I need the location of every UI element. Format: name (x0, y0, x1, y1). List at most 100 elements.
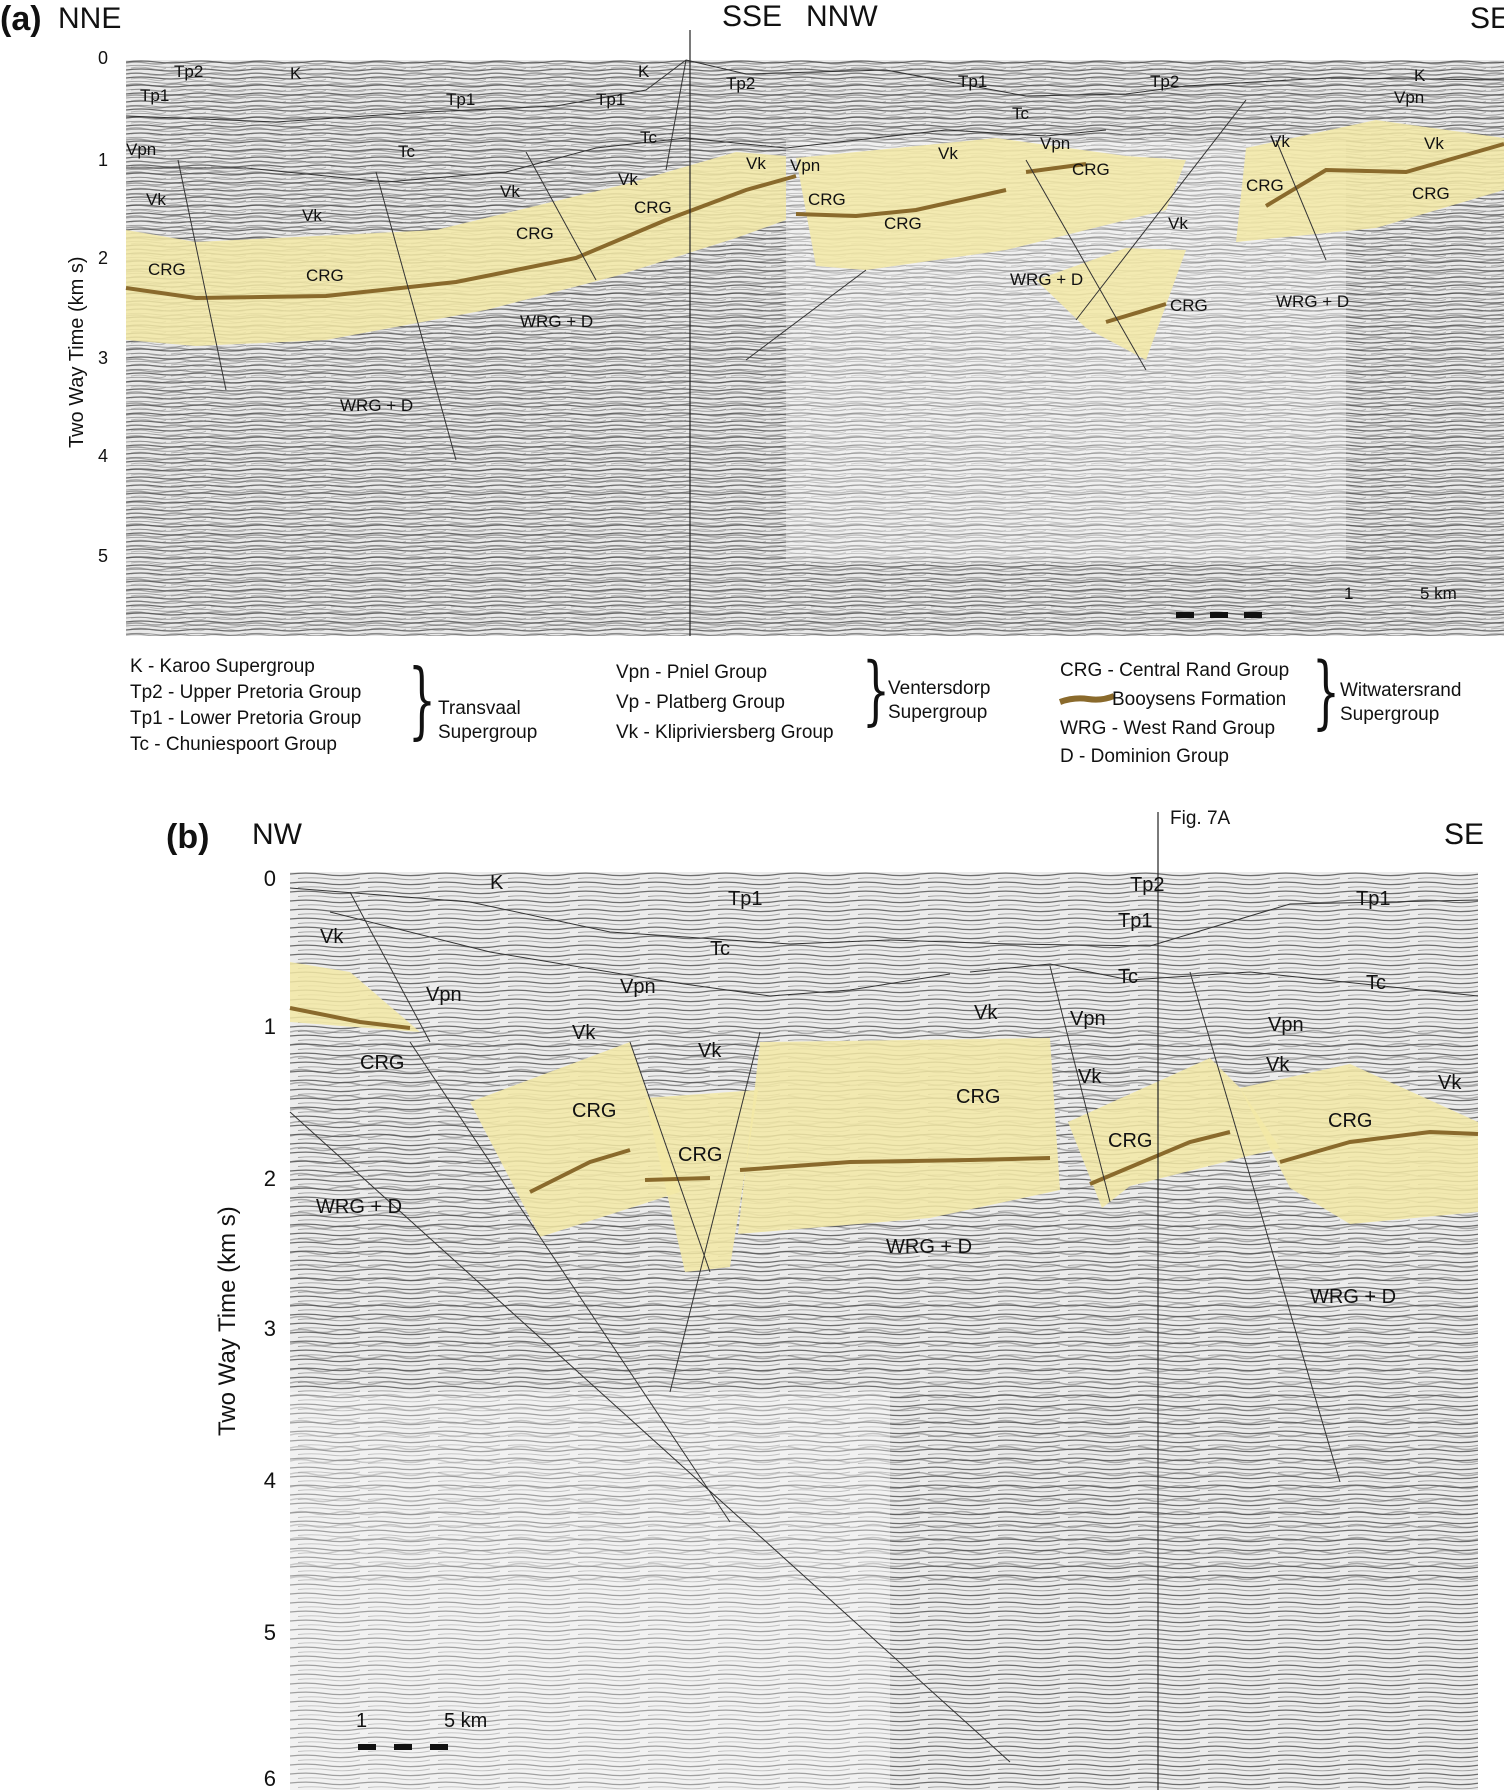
crg-band-a-graben (1036, 248, 1186, 360)
panel-b-tick-5: 5 (263, 1620, 276, 1645)
unit-label: Vpn (620, 976, 656, 998)
unit-label: CRG (572, 1100, 617, 1122)
panel-a-tick-4: 4 (97, 446, 108, 466)
booysens-swatch (1058, 693, 1116, 705)
unit-label: CRG (678, 1144, 723, 1166)
direction-label-nne: NNE (58, 2, 122, 35)
brace-witwatersrand: } (1312, 647, 1340, 739)
unit-label: Tp2 (726, 74, 756, 93)
unit-label: CRG (516, 224, 554, 243)
unit-label: Vk (146, 190, 166, 209)
unit-label: Tc (1366, 972, 1386, 994)
unit-label: WRG + D (1276, 292, 1350, 311)
unit-label: Vk (1424, 134, 1444, 153)
unit-label: Tp1 (446, 90, 476, 109)
unit-label: Vk (938, 144, 958, 163)
unit-label: Tp2 (174, 62, 204, 81)
unit-label: Tp2 (1130, 874, 1165, 896)
unit-label: Vk (746, 154, 766, 173)
legend-crg: CRG - Central Rand Group (1060, 660, 1290, 681)
legend-booysens: Booysens Formation (1112, 689, 1287, 710)
panel-b-tick-2: 2 (263, 1166, 276, 1191)
unit-label: Vk (1078, 1066, 1102, 1088)
unit-label: CRG (148, 260, 186, 279)
crg-band-a-mid (796, 138, 1186, 270)
unit-label: Vk (618, 170, 638, 189)
unit-label: WRG + D (1010, 270, 1084, 289)
panel-b-y-axis-label: Two Way Time (km s) (214, 1206, 241, 1436)
unit-label: Vpn (1070, 1008, 1106, 1030)
seismic-section-a (125, 30, 1504, 636)
unit-label: K (490, 872, 504, 894)
crg-block-2 (470, 1042, 680, 1237)
booysens-horizon-a (125, 142, 1504, 324)
legend-witwatersrand-2: Supergroup (1340, 704, 1440, 725)
scale-bar-b (358, 1744, 448, 1750)
unit-label: Vk (302, 206, 322, 225)
unit-label: Vpn (790, 156, 821, 175)
scale-label-end-b: 5 km (444, 1710, 488, 1732)
panel-b-tick-3: 3 (263, 1316, 276, 1341)
panel-a-letter: (a) (0, 0, 42, 38)
panel-b-tick-6: 6 (263, 1766, 276, 1791)
seismic-section-b (289, 812, 1479, 1790)
legend-wrg: WRG - West Rand Group (1060, 718, 1276, 739)
unit-label: CRG (1246, 176, 1284, 195)
unit-label: Vk (1270, 132, 1290, 151)
unit-label: Vpn (1268, 1014, 1304, 1036)
legend-tp2: Tp2 - Upper Pretoria Group (130, 682, 362, 703)
panel-b-tick-0: 0 (263, 866, 276, 891)
unit-label: CRG (634, 198, 672, 217)
legend-tc: Tc - Chuniespoort Group (130, 734, 337, 755)
unit-label: CRG (1072, 160, 1110, 179)
faults-b (289, 891, 1341, 1763)
crg-block-3 (645, 1090, 758, 1272)
direction-label-se: SE (1470, 2, 1504, 35)
panel-a-tick-2: 2 (97, 248, 108, 268)
crg-block-4 (738, 1038, 1060, 1234)
scale-bar-a (1176, 612, 1262, 618)
legend-vp: Vp - Platberg Group (616, 692, 785, 713)
scale-label-start-a: 1 (1344, 584, 1354, 603)
unit-label: Vk (572, 1022, 596, 1044)
unit-label: CRG (956, 1086, 1001, 1108)
unit-label: Tp1 (958, 72, 988, 91)
unit-label: Tc (1012, 104, 1029, 123)
unit-label: Tc (710, 938, 730, 960)
panel-a-tick-5: 5 (97, 546, 108, 566)
unit-label: WRG + D (1310, 1286, 1397, 1308)
unit-label: Vk (1438, 1072, 1462, 1094)
brace-transvaal: } (408, 652, 436, 750)
unit-label: Tc (640, 128, 657, 147)
legend-transvaal-2: Supergroup (438, 722, 538, 743)
crg-band-a-right (1236, 120, 1504, 242)
unit-label: Vpn (426, 984, 462, 1006)
panel-a-tick-1: 1 (97, 150, 108, 170)
panel-b-tick-4: 4 (263, 1468, 276, 1493)
panel-a-tick-0: 0 (97, 48, 108, 68)
scale-label-start-b: 1 (356, 1710, 368, 1732)
legend-vpn: Vpn - Pniel Group (616, 662, 768, 683)
unit-label: Tp1 (728, 888, 763, 910)
unit-label: Vk (320, 926, 344, 948)
unit-label: Tp1 (596, 90, 626, 109)
legend-d: D - Dominion Group (1060, 746, 1229, 767)
brace-ventersdorp: } (862, 647, 890, 735)
direction-label-nnw: NNW (806, 0, 878, 33)
unit-label: Tc (398, 142, 415, 161)
unit-label: K (290, 64, 302, 83)
panel-b-tick-1: 1 (263, 1014, 276, 1039)
unit-label: Tp1 (1118, 910, 1153, 932)
scale-label-end-a: 5 km (1420, 584, 1457, 603)
unit-label: CRG (1328, 1110, 1373, 1132)
unit-label: Tp1 (1356, 888, 1391, 910)
unit-label: WRG + D (316, 1196, 403, 1218)
panel-a-tick-3: 3 (97, 348, 108, 368)
direction-label-sse: SSE (722, 0, 783, 33)
unit-label: CRG (884, 214, 922, 233)
unit-label: K (638, 62, 650, 81)
unit-label: CRG (1108, 1130, 1153, 1152)
unit-label: WRG + D (520, 312, 594, 331)
unit-label: Vpn (1040, 134, 1071, 153)
unit-label: Vk (1168, 214, 1188, 233)
